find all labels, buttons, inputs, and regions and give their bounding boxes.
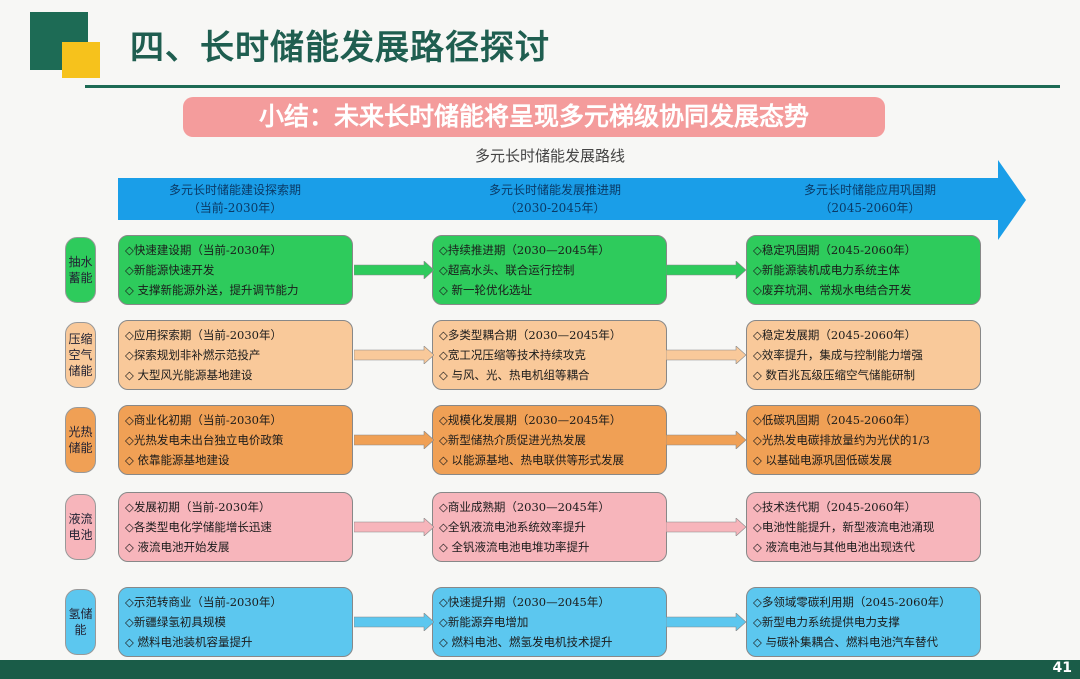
stage-item: ◇ 以基础电源巩固低碳发展 (753, 453, 892, 467)
stage-box: ◇多领域零碳利用期（2045-2060年） ◇新型电力系统提供电力支撑 ◇ 与碳补集… (746, 587, 981, 657)
phase-name: 多元长时储能发展推进期 (488, 183, 621, 197)
storage-type-label: 压缩空气储能 (65, 322, 96, 388)
stage-item: ◇各类型电化学储能增长迅速 (125, 520, 272, 534)
arrow-connector-icon (354, 518, 434, 536)
stage-item: ◇快速建设期（当前-2030年） (125, 243, 282, 257)
phase-1: 多元长时储能建设探索期 （当前-2030年） (85, 181, 385, 217)
stage-item: ◇ 新一轮优化选址 (439, 283, 532, 297)
stage-item: ◇ 与风、光、热电机组等耦合 (439, 368, 590, 382)
stage-item: ◇超高水头、联合运行控制 (439, 263, 575, 277)
stage-box: ◇低碳巩固期（2045-2060年） ◇光热发电碳排放量约为光伏的1/3 ◇ 以基础… (746, 405, 981, 475)
stage-item: ◇光热发电碳排放量约为光伏的1/3 (753, 433, 930, 447)
stage-item: ◇低碳巩固期（2045-2060年） (753, 413, 917, 427)
stage-item: ◇ 燃料电池、燃氢发电机技术提升 (439, 635, 613, 649)
slide-title: 四、长时储能发展路径探讨 (130, 28, 550, 68)
stage-box: ◇稳定发展期（2045-2060年） ◇效率提升，集成与控制能力增强 ◇ 数百兆瓦级… (746, 320, 981, 390)
stage-box: ◇规模化发展期（2030—2045年） ◇新型储热介质促进光热发展 ◇ 以能源基地、… (432, 405, 667, 475)
stage-item: ◇全钒液流电池系统效率提升 (439, 520, 586, 534)
stage-item: ◇电池性能提升，新型液流电池涌现 (753, 520, 935, 534)
phase-2: 多元长时储能发展推进期 （2030-2045年） (405, 181, 705, 217)
storage-row: 抽水蓄能 ◇快速建设期（当前-2030年） ◇新能源快速开发 ◇ 支撑新能源外送，提升… (0, 235, 1080, 307)
page-number: 41 (1052, 660, 1072, 676)
storage-type-label: 氢储能 (65, 589, 96, 655)
storage-row: 液流电池 ◇发展初期（当前-2030年） ◇各类型电化学储能增长迅速 ◇ 液流电池开始… (0, 492, 1080, 564)
arrow-connector-icon (666, 613, 746, 631)
storage-type-label: 抽水蓄能 (65, 237, 96, 303)
stage-box: ◇持续推进期（2030—2045年） ◇超高水头、联合运行控制 ◇ 新一轮优化选址 (432, 235, 667, 305)
stage-box: ◇应用探索期（当前-2030年） ◇探索规划非补燃示范投产 ◇ 大型风光能源基地建设 (118, 320, 353, 390)
stage-box: ◇快速建设期（当前-2030年） ◇新能源快速开发 ◇ 支撑新能源外送，提升调节能力 (118, 235, 353, 305)
title-divider (85, 85, 1060, 88)
arrow-connector-icon (666, 346, 746, 364)
stage-box: ◇稳定巩固期（2045-2060年） ◇新能源装机成电力系统主体 ◇废弃坑洞、常规水… (746, 235, 981, 305)
logo-square-yellow (62, 42, 100, 78)
timeline-arrow (118, 160, 1026, 240)
stage-item: ◇探索规划非补燃示范投产 (125, 348, 261, 362)
phase-period: （2045-2060年） (819, 201, 921, 215)
stage-item: ◇示范转商业（当前-2030年） (125, 595, 282, 609)
stage-item: ◇ 液流电池与其他电池出现迭代 (753, 540, 915, 554)
stage-item: ◇ 液流电池开始发展 (125, 540, 230, 554)
stage-box: ◇商业成熟期（2030—2045年） ◇全钒液流电池系统效率提升 ◇ 全钒液流电池电… (432, 492, 667, 562)
stage-item: ◇发展初期（当前-2030年） (125, 500, 271, 514)
stage-item: ◇新型电力系统提供电力支撑 (753, 615, 900, 629)
summary-banner: 小结：未来长时储能将呈现多元梯级协同发展态势 (183, 97, 885, 137)
stage-item: ◇ 以能源基地、热电联供等形式发展 (439, 453, 624, 467)
stage-item: ◇多领域零碳利用期（2045-2060年） (753, 595, 951, 609)
storage-row: 氢储能 ◇示范转商业（当前-2030年） ◇新疆绿氢初具规模 ◇ 燃料电池装机容量提升… (0, 587, 1080, 659)
arrow-connector-icon (354, 261, 434, 279)
stage-item: ◇ 燃料电池装机容量提升 (125, 635, 253, 649)
stage-item: ◇ 大型风光能源基地建设 (125, 368, 253, 382)
storage-row: 光热储能 ◇商业化初期（当前-2030年） ◇光热发电未出台独立电价政策 ◇ 依靠能源… (0, 405, 1080, 477)
stage-box: ◇快速提升期（2030—2045年） ◇新能源弃电增加 ◇ 燃料电池、燃氢发电机技术… (432, 587, 667, 657)
stage-item: ◇持续推进期（2030—2045年） (439, 243, 610, 257)
stage-item: ◇效率提升，集成与控制能力增强 (753, 348, 923, 362)
stage-item: ◇ 依靠能源基地建设 (125, 453, 230, 467)
stage-box: ◇商业化初期（当前-2030年） ◇光热发电未出台独立电价政策 ◇ 依靠能源基地建设 (118, 405, 353, 475)
stage-item: ◇稳定巩固期（2045-2060年） (753, 243, 917, 257)
arrow-connector-icon (354, 613, 434, 631)
arrow-connector-icon (666, 518, 746, 536)
stage-item: ◇多类型耦合期（2030—2045年） (439, 328, 622, 342)
stage-box: ◇多类型耦合期（2030—2045年） ◇宽工况压缩等技术持续攻克 ◇ 与风、光、热… (432, 320, 667, 390)
stage-item: ◇稳定发展期（2045-2060年） (753, 328, 917, 342)
stage-item: ◇新能源装机成电力系统主体 (753, 263, 900, 277)
arrow-connector-icon (354, 431, 434, 449)
arrow-connector-icon (666, 261, 746, 279)
stage-item: ◇规模化发展期（2030—2045年） (439, 413, 622, 427)
phase-3: 多元长时储能应用巩固期 （2045-2060年） (720, 181, 1020, 217)
stage-item: ◇新型储热介质促进光热发展 (439, 433, 586, 447)
stage-item: ◇废弃坑洞、常规水电结合开发 (753, 283, 912, 297)
stage-item: ◇宽工况压缩等技术持续攻克 (439, 348, 586, 362)
stage-box: ◇示范转商业（当前-2030年） ◇新疆绿氢初具规模 ◇ 燃料电池装机容量提升 (118, 587, 353, 657)
storage-row: 压缩空气储能 ◇应用探索期（当前-2030年） ◇探索规划非补燃示范投产 ◇ 大型风光… (0, 320, 1080, 392)
stage-item: ◇ 全钒液流电池电堆功率提升 (439, 540, 590, 554)
phase-period: （2030-2045年） (504, 201, 606, 215)
footer-bar (0, 660, 1080, 679)
arrow-connector-icon (666, 431, 746, 449)
stage-item: ◇新能源弃电增加 (439, 615, 529, 629)
stage-item: ◇快速提升期（2030—2045年） (439, 595, 610, 609)
arrow-connector-icon (354, 346, 434, 364)
stage-item: ◇应用探索期（当前-2030年） (125, 328, 282, 342)
roadmap-title: 多元长时储能发展路线 (474, 147, 625, 165)
stage-item: ◇商业化初期（当前-2030年） (125, 413, 282, 427)
stage-box: ◇发展初期（当前-2030年） ◇各类型电化学储能增长迅速 ◇ 液流电池开始发展 (118, 492, 353, 562)
phase-name: 多元长时储能应用巩固期 (803, 183, 936, 197)
stage-item: ◇商业成熟期（2030—2045年） (439, 500, 610, 514)
stage-item: ◇新疆绿氢初具规模 (125, 615, 226, 629)
phase-period: （当前-2030年） (187, 201, 283, 215)
stage-item: ◇技术迭代期（2045-2060年） (753, 500, 917, 514)
stage-item: ◇新能源快速开发 (125, 263, 215, 277)
phase-name: 多元长时储能建设探索期 (168, 183, 301, 197)
stage-box: ◇技术迭代期（2045-2060年） ◇电池性能提升，新型液流电池涌现 ◇ 液流电池… (746, 492, 981, 562)
stage-item: ◇ 支撑新能源外送，提升调节能力 (125, 283, 299, 297)
stage-item: ◇ 数百兆瓦级压缩空气储能研制 (753, 368, 915, 382)
storage-type-label: 液流电池 (65, 494, 96, 560)
stage-item: ◇ 与碳补集耦合、燃料电池汽车替代 (753, 635, 938, 649)
storage-type-label: 光热储能 (65, 407, 96, 473)
stage-item: ◇光热发电未出台独立电价政策 (125, 433, 284, 447)
